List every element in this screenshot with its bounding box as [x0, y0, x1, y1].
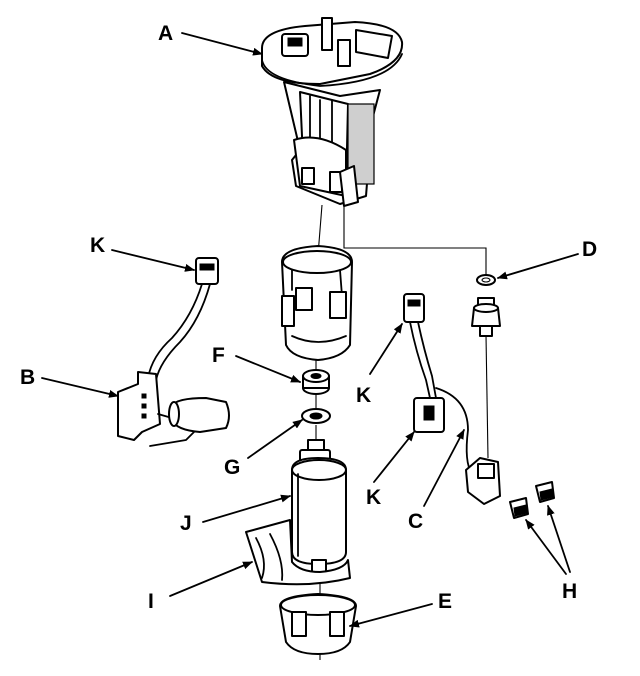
part-c-pump-harness [403, 293, 501, 505]
part-a-pump-housing [261, 17, 404, 207]
callout-g: G [224, 456, 240, 479]
part-g-cushion [301, 408, 331, 424]
part-b-sending-unit [117, 257, 230, 447]
callout-k-mid: K [356, 384, 371, 407]
callout-d: D [582, 238, 597, 261]
callout-c: C [408, 510, 423, 533]
callout-k-top: K [90, 234, 105, 257]
part-d-oring [476, 274, 496, 286]
part-h-clips [509, 481, 555, 519]
callout-labels: A K B F G J I E D K K C H [20, 22, 597, 613]
filter-retainer [281, 245, 353, 361]
fuel-pressure-regulator [471, 297, 501, 337]
part-f-seal [302, 369, 330, 395]
callout-b: B [20, 366, 35, 389]
callout-k-low: K [366, 486, 381, 509]
part-e-retainer [279, 593, 357, 655]
callout-e: E [438, 590, 452, 613]
callout-f: F [212, 344, 225, 367]
callout-i: I [148, 590, 154, 613]
part-i-strainer [245, 519, 351, 586]
callout-j: J [180, 512, 192, 535]
part-j-fuel-pump [291, 439, 347, 573]
callout-h: H [562, 580, 577, 603]
leader-lines [41, 32, 579, 628]
callout-a: A [158, 22, 173, 45]
